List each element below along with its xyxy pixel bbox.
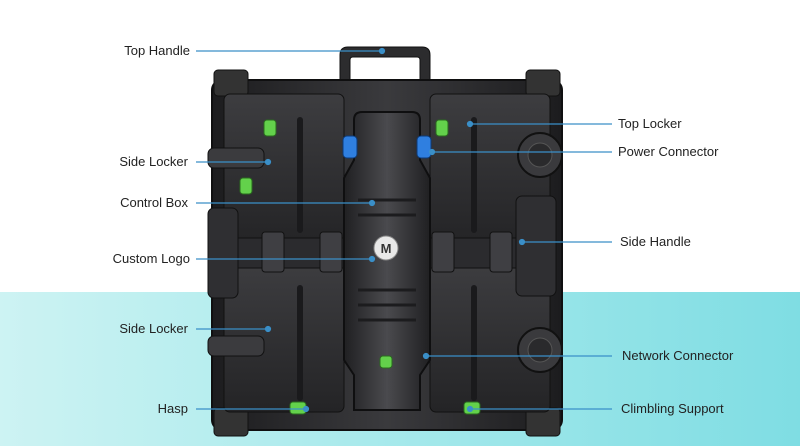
label-top-locker: Top Locker (618, 116, 682, 131)
corner-tr (525, 69, 561, 97)
label-power-connector: Power Connector (618, 144, 719, 159)
label-custom-logo: Custom Logo (112, 251, 190, 266)
side-handle-right (515, 195, 557, 297)
label-hasp: Hasp (157, 401, 188, 416)
logo-letter: M (381, 241, 392, 256)
power-plug-left (342, 135, 358, 159)
label-side-locker-upper: Side Locker (119, 154, 188, 169)
label-side-handle: Side Handle (620, 234, 691, 249)
control-box-shape (343, 111, 431, 411)
leader-lines (196, 47, 612, 413)
custom-logo-shape (373, 235, 399, 261)
label-network-connector: Network Connector (622, 348, 734, 363)
side-locker-upper-shape (207, 147, 265, 169)
side-handle-left (207, 207, 239, 299)
label-climbing-support: Climbling Support (621, 401, 724, 416)
corner-tl (213, 69, 249, 97)
panel-tl (223, 93, 345, 245)
power-plug-right (416, 135, 432, 159)
side-locker-lower-shape (207, 335, 265, 357)
label-side-locker-lower: Side Locker (119, 321, 188, 336)
label-top-handle: Top Handle (124, 43, 190, 58)
label-control-box: Control Box (120, 195, 188, 210)
